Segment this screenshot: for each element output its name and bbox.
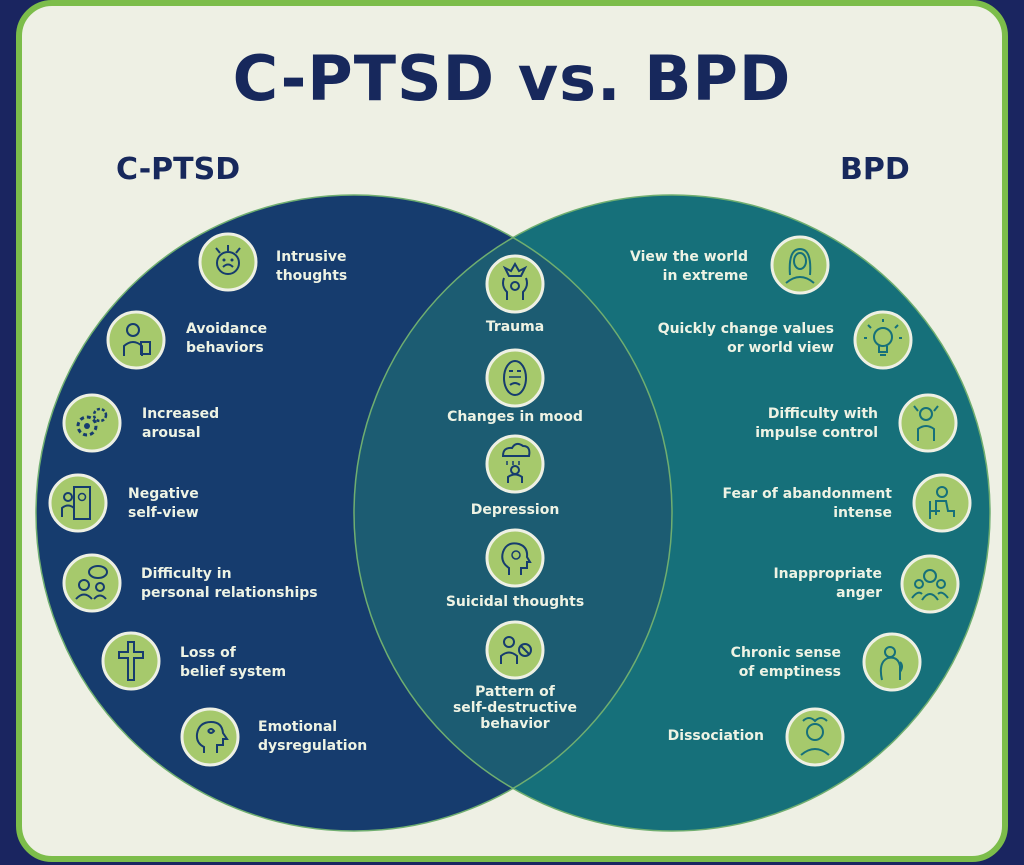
hunched-person-icon	[862, 632, 922, 692]
item-line: intense	[833, 505, 892, 521]
item-line: in extreme	[662, 268, 748, 284]
right-item-view-world-extreme: View the world in extreme	[630, 248, 748, 286]
person-seated-icon	[912, 473, 972, 533]
page-title: C-PTSD vs. BPD	[232, 42, 792, 115]
item-line: Increased	[142, 406, 220, 422]
item-line: Negative	[128, 486, 199, 502]
item-line: Suicidal thoughts	[445, 594, 585, 610]
item-line: thoughts	[276, 268, 348, 284]
head-storm-icon	[180, 707, 240, 767]
woman-portrait-icon	[770, 235, 830, 295]
right-item-change-values: Quickly change values or world view	[658, 320, 834, 358]
left-item-emotional-dysregulation: Emotional dysregulation	[258, 718, 367, 756]
overlap-item-changes-in-mood: Changes in mood	[435, 408, 595, 427]
item-line: personal relationships	[141, 585, 318, 601]
item-line: of emptiness	[738, 664, 841, 680]
item-line: self-destructive	[452, 700, 578, 716]
item-line: behaviors	[186, 340, 264, 356]
item-line: Difficulty with	[767, 406, 878, 422]
item-line: Emotional	[258, 719, 338, 735]
head-explosion-icon	[485, 254, 545, 314]
left-item-difficulty-relationships: Difficulty in personal relationships	[141, 565, 318, 603]
item-line: Chronic sense	[730, 645, 841, 661]
left-set-label: C-PTSD	[116, 152, 241, 187]
cross-icon	[101, 631, 161, 691]
people-speech-icon	[62, 553, 122, 613]
right-item-fear-of-abandonment: Fear of abandonment intense	[722, 485, 892, 523]
item-line: impulse control	[755, 425, 878, 441]
item-line: Changes in mood	[447, 409, 583, 425]
left-item-loss-of-belief: Loss of belief system	[180, 644, 286, 682]
overlap-item-suicidal-thoughts: Suicidal thoughts	[435, 593, 595, 612]
right-item-dissociation: Dissociation	[668, 727, 764, 746]
item-line: Intrusive	[276, 249, 347, 265]
left-item-increased-arousal: Increased arousal	[142, 405, 219, 443]
right-item-inappropriate-anger: Inappropriate anger	[773, 565, 882, 603]
lightbulb-head-icon	[853, 310, 913, 370]
item-line: behavior	[480, 716, 550, 732]
right-circle-outline	[353, 194, 991, 832]
gears-icon	[62, 393, 122, 453]
left-item-intrusive-thoughts: Intrusive thoughts	[276, 248, 347, 286]
overlap-item-depression: Depression	[445, 501, 585, 520]
rain-cloud-person-icon	[485, 434, 545, 494]
person-mirror-icon	[48, 473, 108, 533]
item-line: Fear of abandonment	[722, 486, 892, 502]
overlap-item-self-destructive: Pattern of self-destructive behavior	[435, 684, 595, 732]
self-harm-icon	[485, 620, 545, 680]
left-item-negative-self-view: Negative self-view	[128, 485, 199, 523]
person-turning-away-icon	[106, 310, 166, 370]
item-line: Pattern of	[475, 684, 555, 700]
item-line: Depression	[470, 502, 560, 518]
mood-faces-icon	[485, 348, 545, 408]
item-line: self-view	[128, 505, 199, 521]
item-line: anger	[836, 585, 882, 601]
person-confused-icon	[785, 707, 845, 767]
item-line: dysregulation	[258, 738, 368, 754]
item-line: Quickly change values	[657, 321, 834, 337]
angry-group-icon	[900, 554, 960, 614]
right-set-label: BPD	[840, 152, 910, 187]
item-line: belief system	[180, 664, 287, 680]
item-line: or world view	[727, 340, 834, 356]
item-line: Loss of	[180, 645, 236, 661]
item-line: Inappropriate	[773, 566, 882, 582]
right-item-chronic-emptiness: Chronic sense of emptiness	[731, 644, 841, 682]
overlap-item-trauma: Trauma	[445, 318, 585, 337]
item-line: arousal	[142, 425, 201, 441]
person-stress-icon	[898, 393, 958, 453]
item-line: Difficulty in	[141, 566, 232, 582]
item-line: Avoidance	[186, 321, 268, 337]
item-line: Dissociation	[667, 728, 764, 744]
head-profile-icon	[485, 528, 545, 588]
item-line: View the world	[630, 249, 748, 265]
right-item-impulse-control: Difficulty with impulse control	[755, 405, 878, 443]
left-item-avoidance-behaviors: Avoidance behaviors	[186, 320, 267, 358]
left-circle-outline	[35, 194, 673, 832]
item-line: Trauma	[485, 319, 545, 335]
distressed-face-icon	[198, 232, 258, 292]
